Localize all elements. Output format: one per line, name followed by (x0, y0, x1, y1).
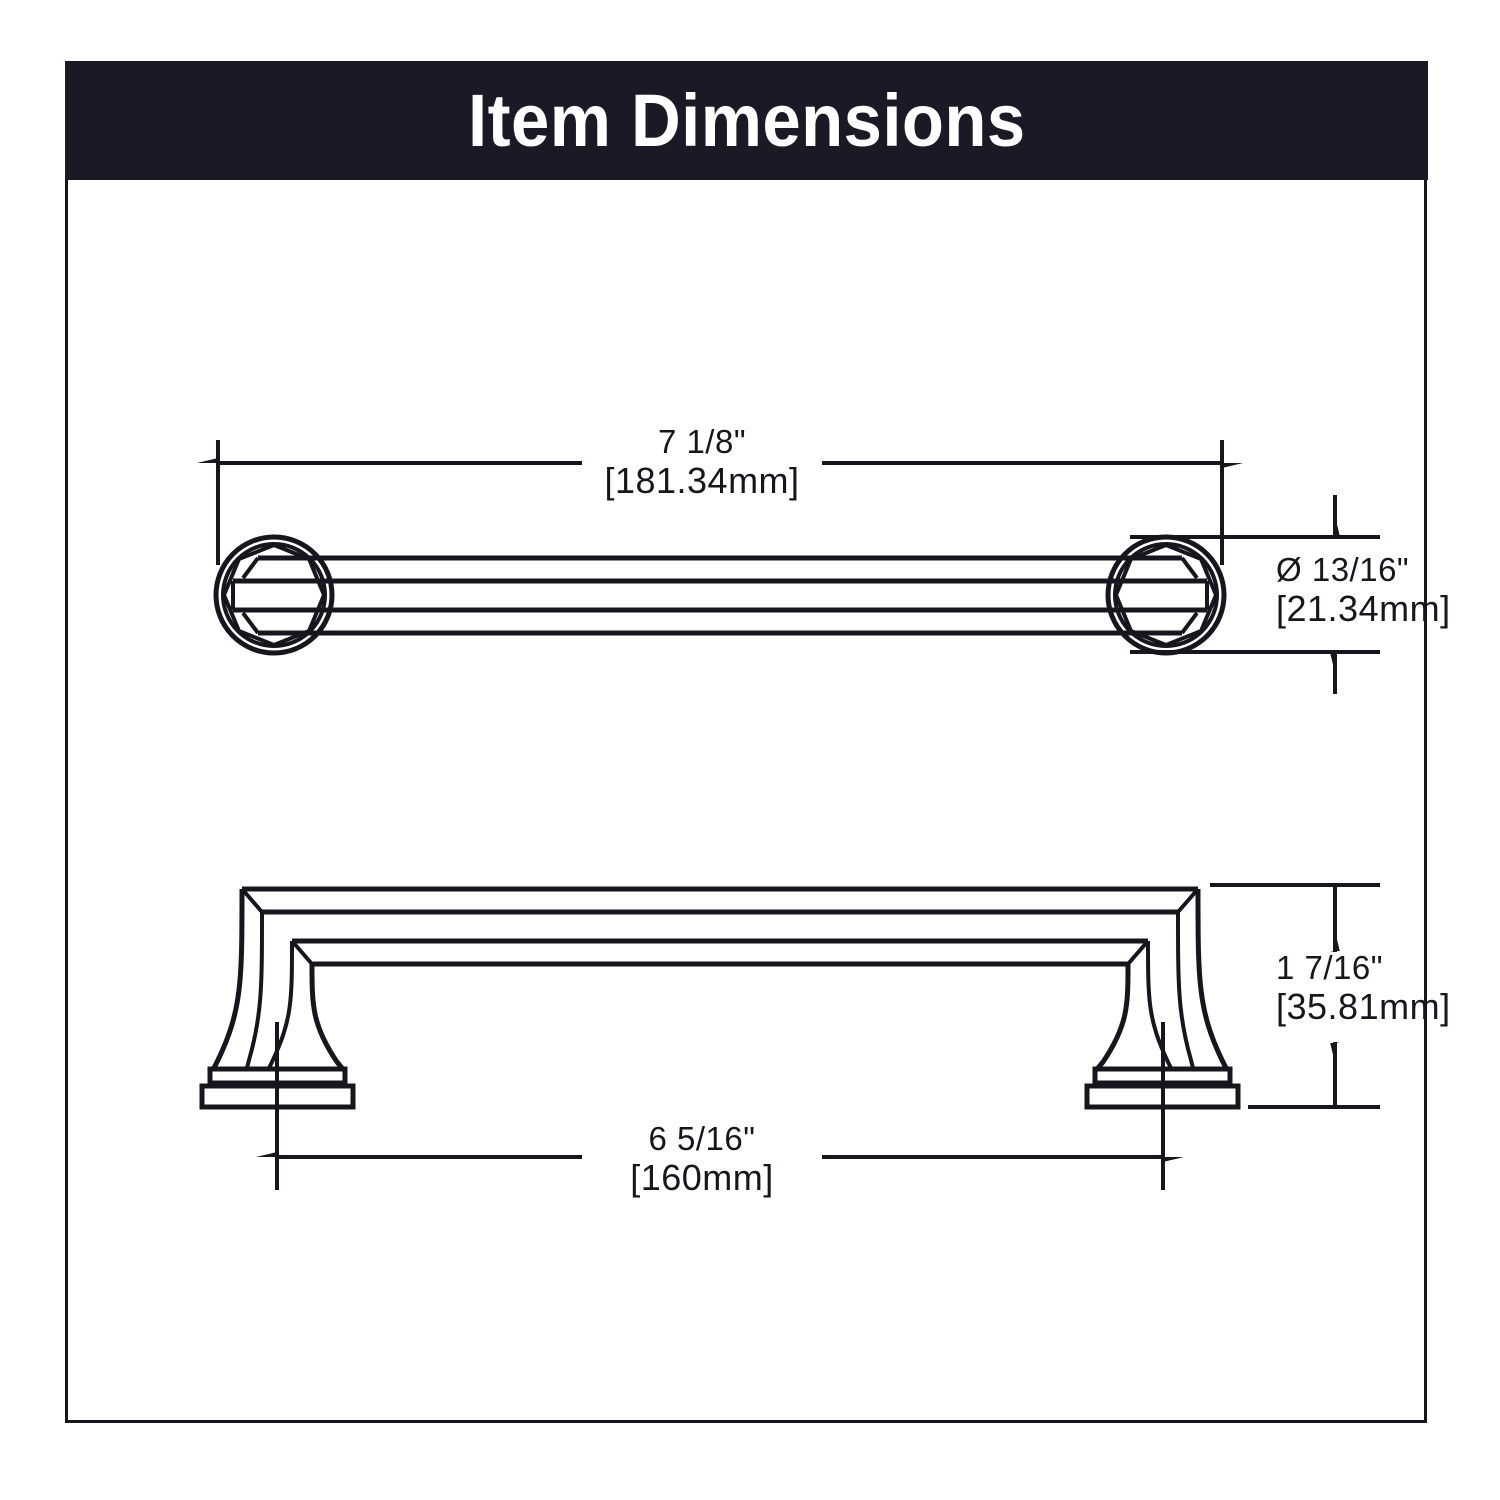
center-to-center-metric: [160mm] (630, 1156, 774, 1198)
center-to-center-imperial: 6 5/16" (648, 1120, 756, 1157)
projection-height-label: 1 7/16" [35.81mm] (1276, 949, 1496, 1027)
drawing-frame (65, 61, 1427, 1423)
projection-height-metric: [35.81mm] (1276, 985, 1451, 1027)
overall-length-label: 7 1/8" [181.34mm] (582, 423, 822, 501)
base-diameter-imperial: Ø 13/16" (1276, 551, 1410, 588)
center-to-center-label: 6 5/16" [160mm] (582, 1120, 822, 1198)
page-title: Item Dimensions (467, 78, 1026, 162)
overall-length-metric: [181.34mm] (604, 459, 800, 501)
base-diameter-metric: [21.34mm] (1276, 587, 1451, 629)
title-bar: Item Dimensions (65, 61, 1428, 180)
projection-height-imperial: 1 7/16" (1276, 949, 1383, 986)
base-diameter-label: Ø 13/16" [21.34mm] (1276, 551, 1496, 629)
overall-length-imperial: 7 1/8" (657, 423, 747, 460)
